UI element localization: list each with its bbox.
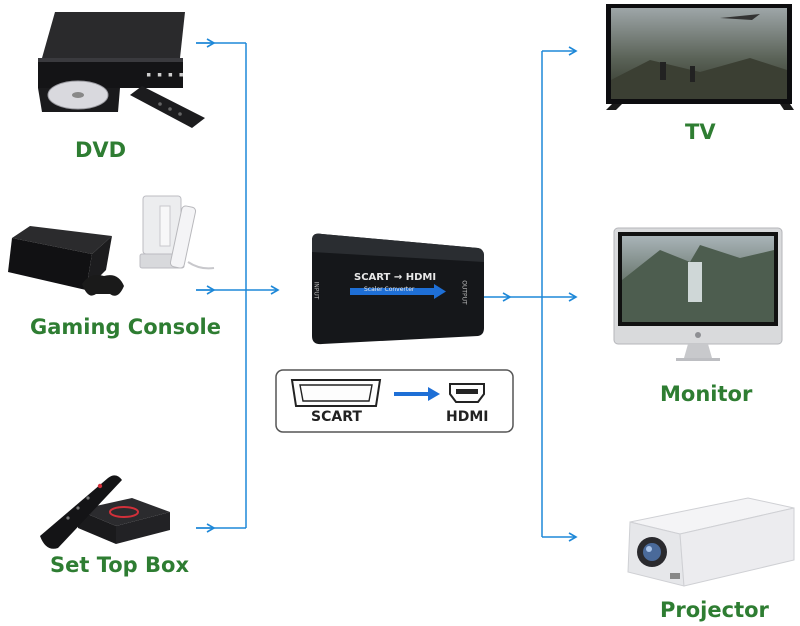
legend-scart-label: SCART <box>311 409 362 425</box>
legend-hdmi-label: HDMI <box>446 409 489 425</box>
converter-name: SCART → HDMI <box>354 272 437 283</box>
set-top-box-label: Set Top Box <box>50 553 190 577</box>
dvd-label: DVD <box>75 138 127 162</box>
scart-connector-icon <box>290 379 382 407</box>
converter-subtitle: Scaler Converter <box>364 286 415 293</box>
arrow-right-icon <box>394 387 440 401</box>
hdmi-connector-icon <box>449 383 485 403</box>
monitor-label: Monitor <box>660 382 753 406</box>
tv-label: TV <box>685 120 716 144</box>
projector-label: Projector <box>660 598 769 622</box>
gaming-console-label: Gaming Console <box>30 315 221 339</box>
svg-text:▪ ▪ ▪ ▪: ▪ ▪ ▪ ▪ <box>146 70 184 80</box>
